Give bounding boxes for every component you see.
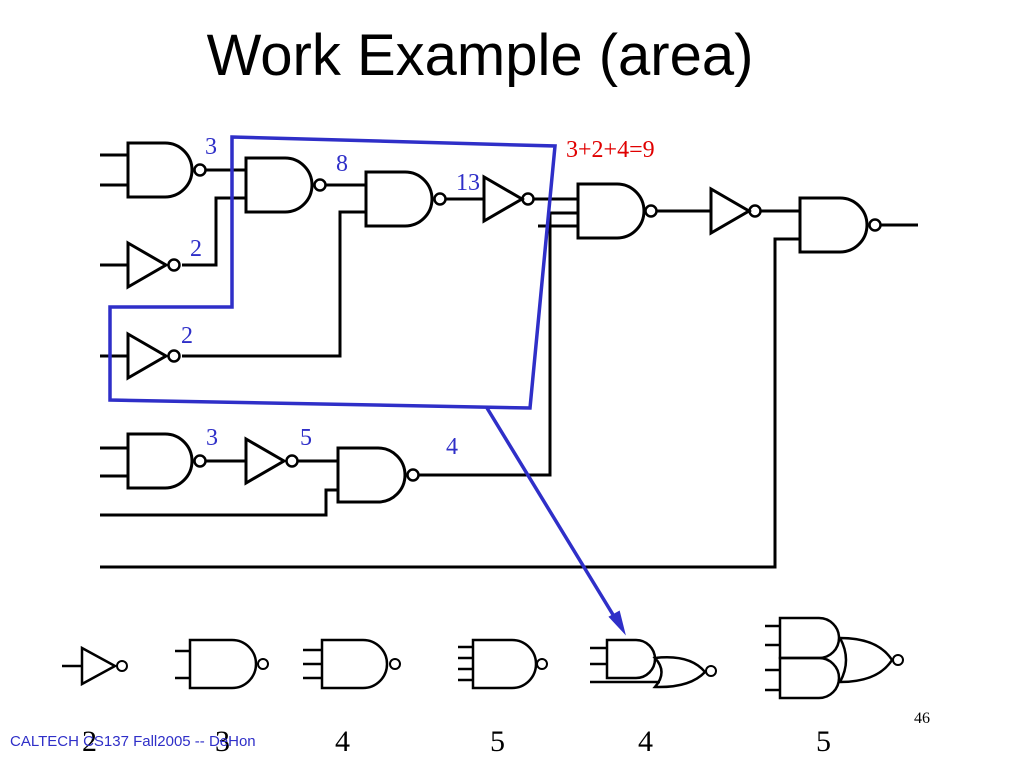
library-nand4: [458, 638, 548, 690]
wire: [538, 209, 711, 228]
nand-gate-2: [244, 156, 327, 214]
nand-gate-1: [126, 141, 207, 199]
annotation-cost: 3: [206, 425, 218, 451]
wire: [100, 223, 918, 569]
nand-gate-3: [364, 170, 447, 228]
wire: [100, 153, 246, 187]
inverter-gate-2: [709, 186, 762, 236]
page-number: 46: [914, 710, 930, 727]
library-inverter: [62, 645, 128, 687]
inverter-gate-4: [126, 331, 181, 381]
library-cost: 4: [638, 725, 653, 758]
inverter-gate-3: [126, 240, 181, 290]
library-aoi21: [590, 638, 717, 689]
annotation-cost: 3: [205, 134, 217, 160]
library-nand3: [303, 638, 401, 690]
inverter-gate-1: [482, 174, 535, 224]
sum-annotation: 3+2+4=9: [566, 137, 655, 163]
wire: [182, 183, 366, 267]
annotation-cost: 13: [456, 170, 480, 196]
library-cost: 3: [215, 725, 230, 758]
library-cost: 5: [816, 725, 831, 758]
library-cost: 2: [82, 725, 97, 758]
library-aoi22: [765, 616, 904, 700]
inverter-gate-5: [244, 436, 299, 486]
library-cost: 5: [490, 725, 505, 758]
annotation-cost: 2: [190, 236, 202, 262]
nand-gate-4: [576, 182, 658, 240]
library-nand2: [175, 638, 269, 690]
nand-gate-final: [798, 196, 882, 254]
library-cost: 4: [335, 725, 350, 758]
annotation-cost: 5: [300, 425, 312, 451]
nand-gate-6: [336, 446, 420, 504]
slide-title: Work Example (area): [206, 23, 754, 88]
highlight-region: [108, 135, 626, 636]
wire: [100, 211, 578, 517]
annotation-cost: 4: [446, 434, 458, 460]
wire: [100, 446, 246, 478]
footer-text: CALTECH CS137 Fall2005 -- DeHon: [10, 733, 256, 750]
annotation-cost: 2: [181, 323, 193, 349]
annotation-cost: 8: [336, 151, 348, 177]
nand-gate-5: [126, 432, 207, 490]
wire: [182, 197, 484, 358]
